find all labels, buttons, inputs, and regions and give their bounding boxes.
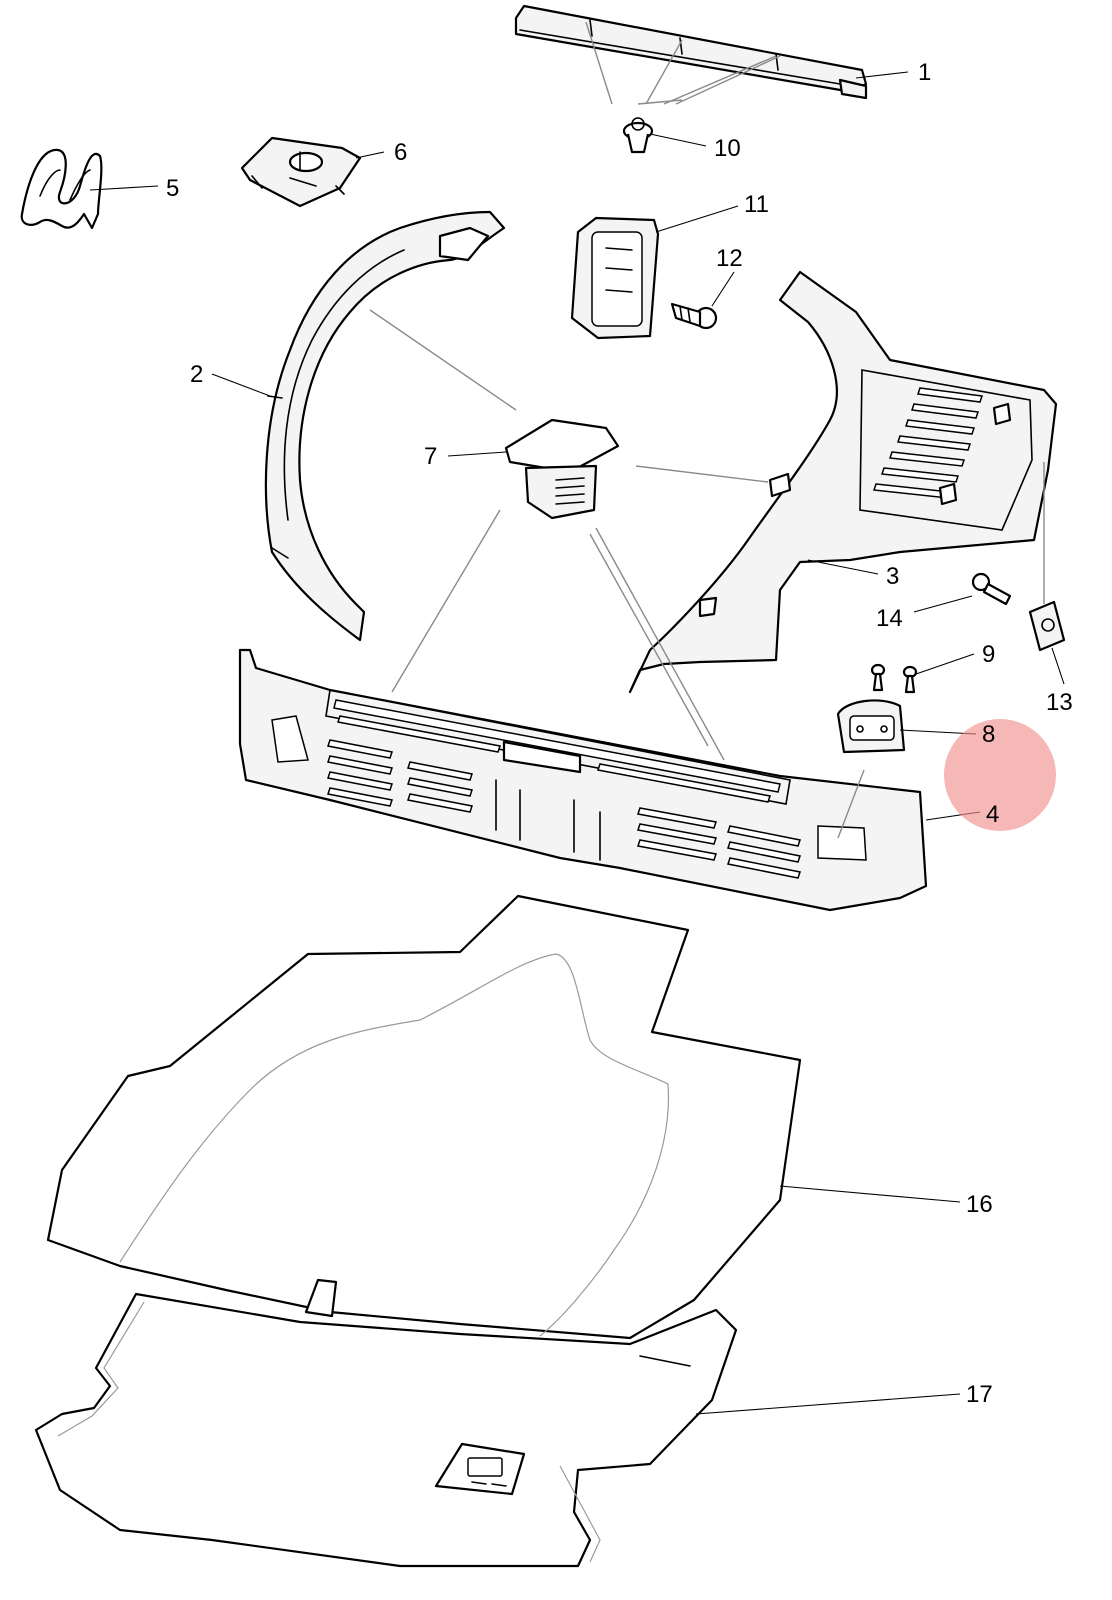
- callout-11: 11: [744, 191, 769, 218]
- part-1-upper-trim-rail[interactable]: [514, 4, 868, 100]
- callout-4: 4: [986, 801, 999, 828]
- callout-3: 3: [886, 563, 899, 590]
- part-11-handle-bezel[interactable]: [570, 216, 660, 340]
- callout-13: 13: [1046, 689, 1073, 716]
- callout-9: 9: [982, 641, 995, 668]
- part-6-nut-plate[interactable]: [240, 136, 362, 208]
- part-4-rear-sill-panel[interactable]: [238, 648, 928, 912]
- callout-labels: 1 2 3 4 5 6 7 8 9 10 11 12 13 14 16 17: [166, 59, 1073, 1408]
- part-8-cover[interactable]: [836, 699, 906, 754]
- part-3-quarter-trim-panel[interactable]: [628, 270, 1058, 694]
- part-2-wheel-arch-trim[interactable]: [264, 210, 506, 642]
- callout-17: 17: [966, 1381, 993, 1408]
- part-16-load-floor-panel[interactable]: [46, 894, 802, 1340]
- part-9-screws[interactable]: [870, 663, 918, 694]
- part-14-bolt[interactable]: [971, 572, 1012, 606]
- part-17-floor-mat[interactable]: [34, 1292, 738, 1568]
- callout-6: 6: [394, 139, 407, 166]
- callout-12: 12: [716, 245, 743, 272]
- callout-7: 7: [424, 443, 437, 470]
- part-12-screw[interactable]: [670, 302, 718, 330]
- clip-association-lines: [369, 21, 1045, 839]
- callout-10: 10: [714, 135, 741, 162]
- callout-1: 1: [918, 59, 931, 86]
- part-4-vent-grilles: [327, 739, 801, 879]
- highlight-marker: [944, 719, 1056, 831]
- callout-2: 2: [190, 361, 203, 388]
- part-10-push-clip[interactable]: [622, 117, 654, 154]
- part-3-vent-slots: [872, 387, 983, 499]
- part-13-clip-nut[interactable]: [1028, 600, 1066, 652]
- callout-leaders: [89, 71, 1065, 1415]
- callout-16: 16: [966, 1191, 993, 1218]
- part-7-clip-block[interactable]: [504, 418, 620, 520]
- callout-5: 5: [166, 175, 179, 202]
- floor-mat-badge: [434, 1442, 526, 1496]
- callout-14: 14: [876, 605, 903, 632]
- callout-8: 8: [982, 721, 995, 748]
- part-5-spring-clip[interactable]: [20, 148, 103, 230]
